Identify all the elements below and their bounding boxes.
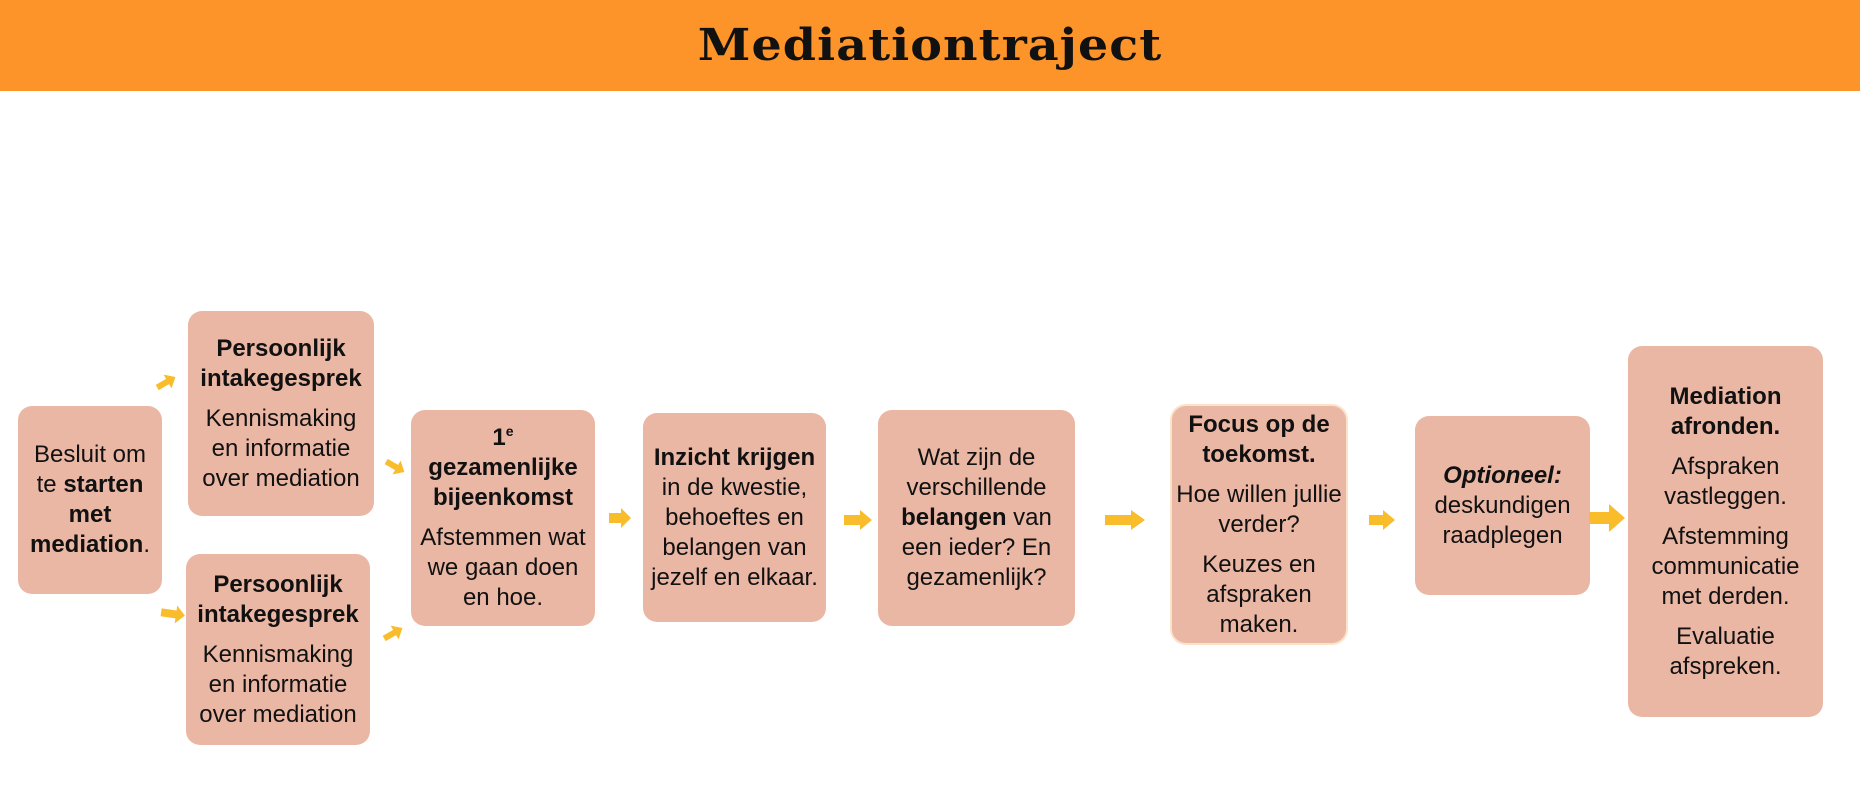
step-future: Focus op de toekomst. Hoe willen jullie … xyxy=(1172,406,1346,643)
meeting-number: 1 xyxy=(492,424,506,451)
start-text-bold: starten met mediation xyxy=(29,471,144,558)
title-banner: Mediationtraject xyxy=(0,0,1860,91)
future-heading: Focus op de toekomst. xyxy=(1188,410,1330,468)
arrow-interests-to-future xyxy=(1105,510,1145,530)
interests-post: van een ieder? En gezamenlijk? xyxy=(901,504,1052,591)
step-interests: Wat zijn de verschillende belangen van e… xyxy=(878,410,1075,626)
insight-rest: in de kwestie, behoeftes en belangen van… xyxy=(651,473,818,591)
step-intake-bottom: Persoonlijk intakegesprek Kennismaking e… xyxy=(186,554,370,745)
future-line2: Keuzes en afspraken maken. xyxy=(1202,550,1316,638)
arrow-intake-bottom-to-meeting xyxy=(382,625,403,642)
finish-heading: Mediation afronden. xyxy=(1669,382,1782,440)
interests-pre: Wat zijn de verschillende xyxy=(906,444,1047,501)
intake-top-body: Kennismaking en informatie over mediatio… xyxy=(202,404,360,492)
page-title: Mediationtraject xyxy=(697,20,1163,71)
step-finish: Mediation afronden. Afspraken vastleggen… xyxy=(1628,346,1823,717)
future-line1: Hoe willen jullie verder? xyxy=(1176,480,1342,538)
finish-line1: Afspraken vastleggen. xyxy=(1664,452,1787,510)
meeting-heading: gezamenlijke bijeenkomst xyxy=(428,454,578,511)
arrow-start-to-intake-bottom xyxy=(160,605,185,624)
arrow-start-to-intake-top xyxy=(155,374,176,391)
step-start: Besluit om te starten met mediation. xyxy=(18,406,162,594)
step-insight: Inzicht krijgen in de kwestie, behoeftes… xyxy=(643,413,826,622)
finish-line2: Afstemming communicatie met derden. xyxy=(1651,522,1800,610)
arrow-meeting-to-insight xyxy=(609,508,631,528)
arrow-future-to-optional xyxy=(1369,510,1395,530)
step-first-meeting: 1e gezamenlijke bijeenkomst Afstemmen wa… xyxy=(411,410,595,626)
arrow-optional-to-finish xyxy=(1589,504,1625,532)
intake-top-heading: Persoonlijk intakegesprek xyxy=(200,334,362,392)
interests-bold: belangen xyxy=(901,504,1007,531)
arrow-insight-to-interests xyxy=(844,510,872,530)
start-text-pre: Besluit om te xyxy=(33,441,147,498)
step-intake-top: Persoonlijk intakegesprek Kennismaking e… xyxy=(188,311,374,516)
arrow-intake-top-to-meeting xyxy=(384,458,405,475)
optional-label: Optioneel: xyxy=(1443,461,1562,489)
meeting-body: Afstemmen wat we gaan doen en hoe. xyxy=(420,524,586,611)
intake-bottom-body: Kennismaking en informatie over mediatio… xyxy=(199,640,357,728)
intake-bottom-heading: Persoonlijk intakegesprek xyxy=(197,570,359,628)
step-optional: Optioneel: deskundigen raadplegen xyxy=(1415,416,1590,595)
insight-bold: Inzicht krijgen xyxy=(653,443,816,471)
finish-line3: Evaluatie afspreken. xyxy=(1669,622,1782,680)
meeting-sup: e xyxy=(505,423,514,439)
optional-body: deskundigen raadplegen xyxy=(1434,491,1571,549)
start-text-post: . xyxy=(143,531,150,558)
